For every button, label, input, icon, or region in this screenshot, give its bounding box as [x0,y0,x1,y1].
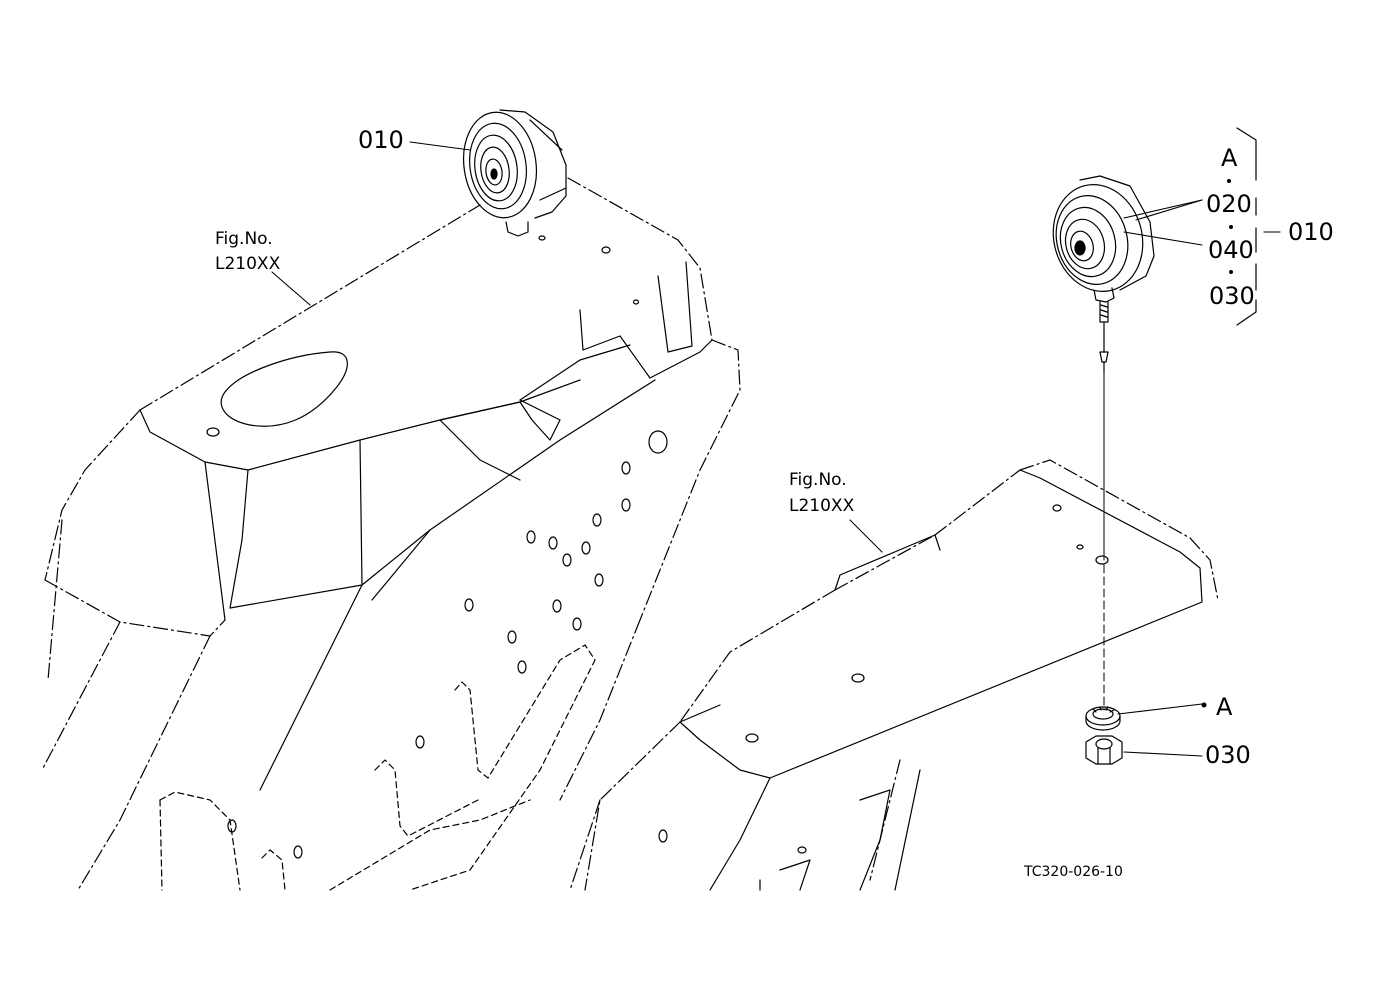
leader-dots [1201,179,1233,708]
callout-010-group: 010 [1288,218,1334,246]
callout-040: 040 [1208,236,1254,264]
callout-030-nut: 030 [1205,741,1251,769]
right-fender-edges [679,469,1203,891]
drawing-code: TC320-026-10 [1024,864,1123,880]
left-fender-slot [220,351,348,427]
lock-washer-drawing [1085,706,1121,731]
callout-a-washer: A [1216,693,1233,721]
left-lamp-drawing [462,109,567,237]
callout-030-group: 030 [1209,282,1255,310]
left-fender-holes [206,235,668,859]
fig-ref-left-line2: L210XX [215,254,281,274]
fig-ref-right-line1: Fig.No. [789,470,847,490]
fig-ref-left-line1: Fig.No. [215,229,273,249]
right-fender-holes [658,504,1109,854]
left-fender-outline [41,177,741,891]
right-fender-outline [584,459,1219,891]
group-bracket [1236,127,1257,326]
nut-drawing [1085,735,1123,765]
callout-a-top: A [1221,144,1238,172]
left-fender-rails [159,644,596,891]
left-fender-edges [139,261,713,791]
callout-020: 020 [1206,190,1252,218]
right-lamp-drawing [1052,175,1155,373]
callout-010-left: 010 [358,126,404,154]
leader-lines [271,141,1281,757]
fig-ref-right-line2: L210XX [789,496,855,516]
